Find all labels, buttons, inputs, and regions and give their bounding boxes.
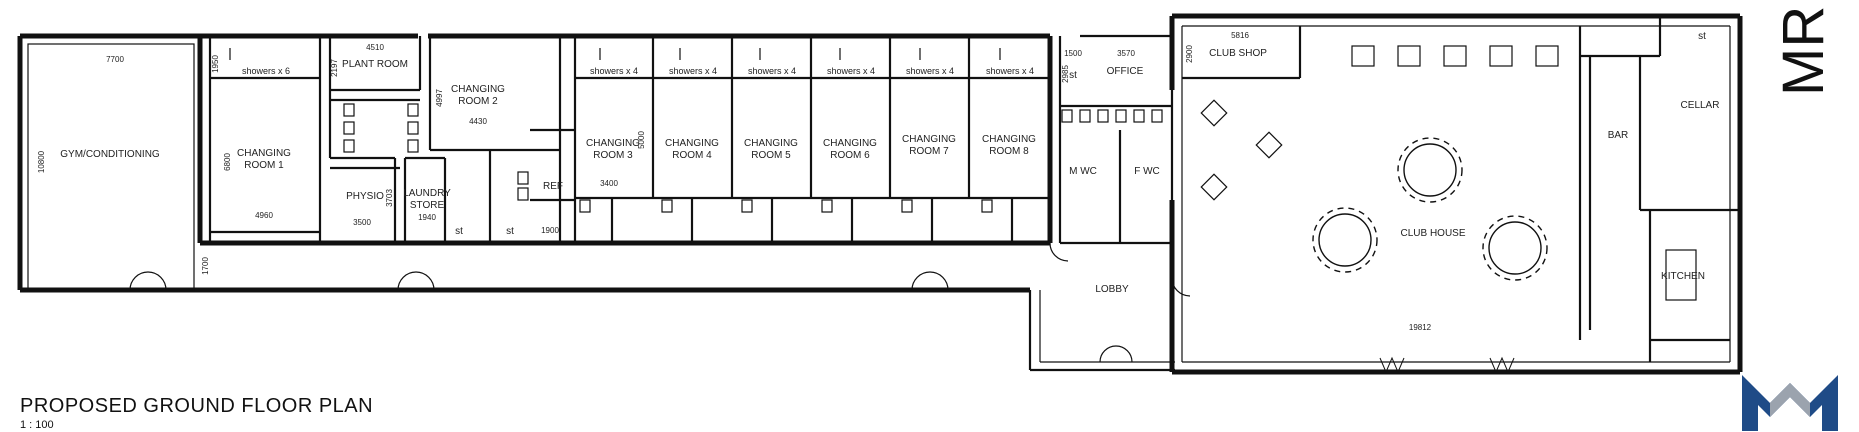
plan-scale: 1 : 100 [20, 419, 54, 431]
windows [1379, 356, 1515, 374]
ref-label: REF [543, 181, 563, 192]
dimension-labels: 7700 10800 1950 4510 2197 6800 4960 4430… [37, 31, 1432, 332]
dim-laundry-w: 1940 [418, 213, 436, 222]
plant-label: PLANT ROOM [342, 59, 408, 70]
kitchen-label: KITCHEN [1661, 271, 1705, 282]
dim-office-a: 1500 [1064, 49, 1082, 58]
changing6-line2: ROOM 6 [830, 150, 870, 161]
dim-shop-h: 2900 [1185, 45, 1194, 63]
changing1-line1: CHANGING [237, 148, 291, 159]
dim-gym-width: 7700 [106, 55, 124, 64]
showers4-2: showers x 4 [669, 66, 717, 76]
changing5-line2: ROOM 5 [751, 150, 791, 161]
shower-dividers [229, 48, 1001, 60]
clubhouse-label: CLUB HOUSE [1400, 228, 1465, 239]
dim-clubhouse-w: 19812 [1409, 323, 1432, 332]
laundry-line1: LAUNDRY [403, 188, 451, 199]
plan-title: PROPOSED GROUND FLOOR PLAN [20, 395, 374, 417]
lobby-label: LOBBY [1095, 284, 1129, 295]
changing8-line2: ROOM 8 [989, 146, 1029, 157]
st-label-2: st [506, 226, 514, 237]
st-label-3: st [1069, 70, 1077, 81]
gym-label: GYM/CONDITIONING [60, 149, 160, 160]
showers4-4: showers x 4 [827, 66, 875, 76]
fwc-label: F WC [1134, 166, 1160, 177]
round-tables [1312, 137, 1548, 281]
outer-walls [17, 13, 1743, 375]
dim-showers-h: 1950 [211, 55, 220, 73]
changing7-line1: CHANGING [902, 134, 956, 145]
company-logo [1742, 375, 1838, 431]
bar-label: BAR [1608, 130, 1629, 141]
dim-physio-w: 3500 [353, 218, 371, 227]
dim-office-h: 2985 [1061, 65, 1070, 83]
dim-cr3-h: 5000 [637, 131, 646, 149]
square-tables [1200, 99, 1283, 201]
dim-ref-w: 1900 [541, 226, 559, 235]
dim-office-b: 3570 [1117, 49, 1135, 58]
mwc-label: M WC [1069, 166, 1097, 177]
st-label-4: st [1698, 31, 1706, 42]
changing8-line1: CHANGING [982, 134, 1036, 145]
changing4-line1: CHANGING [665, 138, 719, 149]
changing2-line1: CHANGING [451, 84, 505, 95]
physio-label: PHYSIO [346, 191, 384, 202]
dim-cr2-w: 4430 [469, 117, 487, 126]
dim-gym-height: 10800 [37, 150, 46, 173]
changing3-line2: ROOM 3 [593, 150, 633, 161]
dim-plant-w: 4510 [366, 43, 384, 52]
dim-cr2-h: 4997 [435, 89, 444, 107]
header-letters: MR [1771, 5, 1836, 96]
clubshop-label: CLUB SHOP [1209, 48, 1267, 59]
showers6-label: showers x 6 [242, 66, 290, 76]
showers4-6: showers x 4 [986, 66, 1034, 76]
showers4-5: showers x 4 [906, 66, 954, 76]
dim-plant-h: 2197 [330, 59, 339, 77]
dim-corridor: 1700 [201, 257, 210, 275]
changing5-line1: CHANGING [744, 138, 798, 149]
dim-cr3-w: 3400 [600, 179, 618, 188]
showers4-1: showers x 4 [590, 66, 638, 76]
changing3-line1: CHANGING [586, 138, 640, 149]
dim-cr1-w: 4960 [255, 211, 273, 220]
showers4-3: showers x 4 [748, 66, 796, 76]
fixtures [343, 45, 1697, 301]
cellar-label: CELLAR [1681, 100, 1720, 111]
changing7-line2: ROOM 7 [909, 146, 949, 157]
interior-walls [208, 16, 1740, 362]
st-label-1: st [455, 226, 463, 237]
changing2-line2: ROOM 2 [458, 96, 498, 107]
dim-physio-h: 3703 [385, 189, 394, 207]
laundry-line2: STORE [410, 200, 445, 211]
changing4-line2: ROOM 4 [672, 150, 712, 161]
room-labels: GYM/CONDITIONING CHANGING ROOM 1 CHANGIN… [60, 31, 1719, 295]
dim-shop-w: 5816 [1231, 31, 1249, 40]
office-label: OFFICE [1107, 66, 1144, 77]
dim-cr1-h: 6800 [223, 153, 232, 171]
corridor-doors [129, 242, 1191, 363]
changing1-line2: ROOM 1 [244, 160, 284, 171]
changing6-line1: CHANGING [823, 138, 877, 149]
